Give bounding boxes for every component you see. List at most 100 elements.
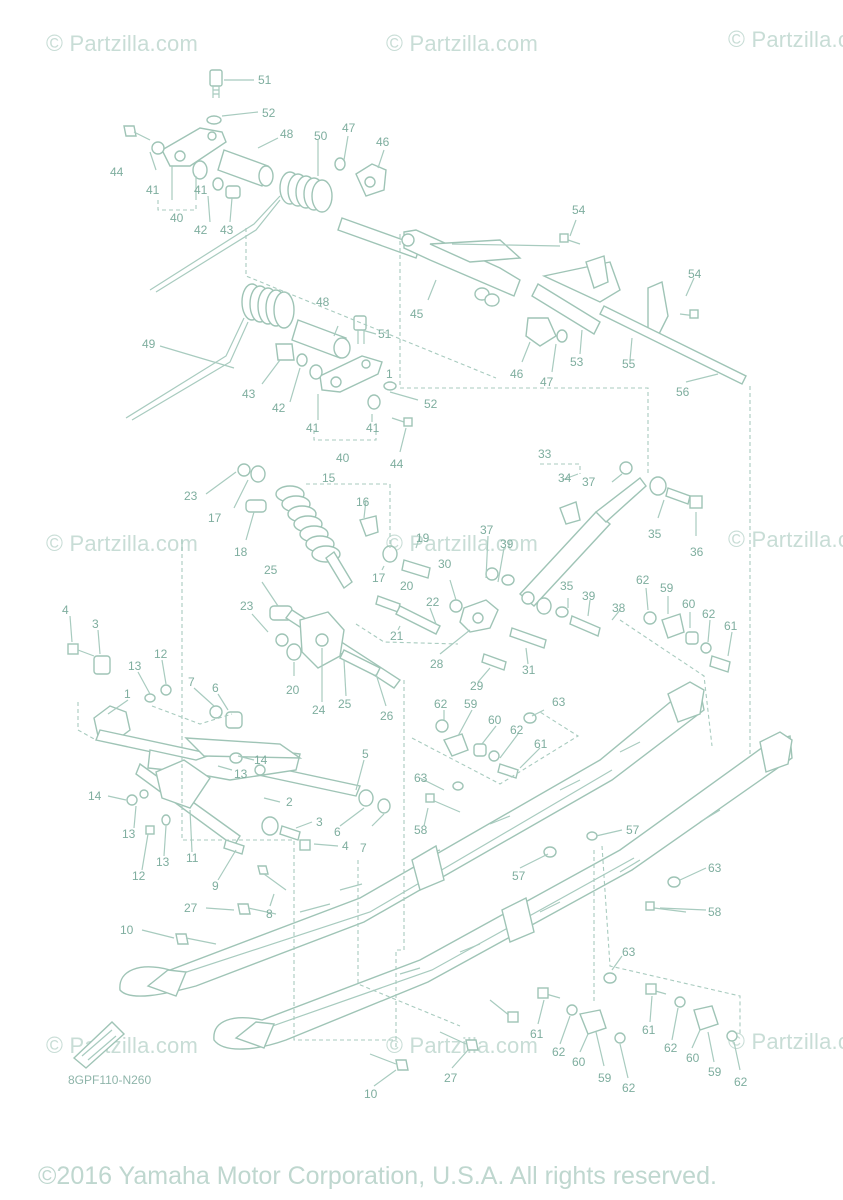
callout-label: 61 [534,737,548,751]
callout-label: 52 [424,397,438,411]
callout-label: 16 [356,495,370,509]
callout-label: 13 [122,827,136,841]
callout-label: 21 [390,629,404,643]
callout-label: 27 [444,1071,458,1085]
callout-label: 58 [414,823,428,837]
callout-label: 11 [186,851,199,865]
callout-label: 2 [286,795,293,809]
callout-label: 29 [470,679,484,693]
callout-label: 18 [234,545,248,559]
callout-label: 3 [316,815,323,829]
callout-label: 38 [612,601,626,615]
callout-label: 62 [702,607,716,621]
callout-label: 40 [336,451,350,465]
rear-shock-group [237,463,431,590]
callout-label: 57 [512,869,526,883]
callout-label: 46 [376,135,390,149]
callout-label: 39 [500,537,514,551]
callout-label: 4 [62,603,69,617]
callout-label: 61 [724,619,738,633]
watermark: © Partzilla.com [728,526,843,552]
leader-lines [69,79,741,1087]
callout-label: 41 [194,183,208,197]
callout-label: 1 [386,367,393,381]
callout-label: 12 [132,869,146,883]
callout-label: 51 [258,73,272,87]
callout-label: 19 [416,531,430,545]
callout-label: 41 [146,183,160,197]
callout-label: 7 [360,841,367,855]
callout-label: 1 [124,687,131,701]
callout-label: 23 [240,599,254,613]
callout-label: 14 [254,753,268,767]
callout-label: 48 [280,127,294,141]
callout-label: 4 [342,839,349,853]
callout-label: 17 [208,511,222,525]
callout-label: 62 [552,1045,566,1059]
front-shock-group [485,461,703,637]
callout-label: 3 [92,617,99,631]
callout-label: 25 [264,563,278,577]
callout-label: 42 [194,223,208,237]
callout-label: 56 [676,385,690,399]
callout-label: 41 [366,421,380,435]
callout-label: 5 [362,747,369,761]
callout-label: 6 [212,681,219,695]
torsion-spring [279,171,333,213]
callout-label: 52 [262,106,276,120]
callout-label: 43 [242,387,256,401]
callout-label: 24 [312,703,326,717]
callout-label: 23 [184,489,198,503]
callout-label: 40 [170,211,184,225]
coil-spring [275,485,341,563]
callout-label: 62 [434,697,448,711]
callout-label: 10 [120,923,134,937]
callout-label: 62 [622,1081,636,1095]
callout-label: 20 [400,579,414,593]
ski-right [213,731,793,1050]
callout-label: 47 [342,121,356,135]
callout-label: 13 [156,855,170,869]
callout-label: 45 [410,307,424,321]
callout-label: 37 [480,523,494,537]
callout-label: 27 [184,901,198,915]
callout-label: 39 [582,589,596,603]
pivot-group [269,595,547,689]
yamaha-badge-icon [72,1021,126,1069]
callout-label: 25 [338,697,352,711]
callout-label: 37 [582,475,596,489]
callout-label: 47 [540,375,554,389]
callout-label: 59 [708,1065,722,1079]
callout-label: 59 [464,697,478,711]
callout-labels: 51 52 48 50 47 46 44 41 41 40 42 43 54 5… [62,73,748,1101]
ski-left [119,681,705,997]
callout-label: 42 [272,401,286,415]
callout-label: 63 [552,695,566,709]
callout-label: 55 [622,357,636,371]
watermark: © Partzilla.com [386,30,538,56]
callout-label: 35 [648,527,662,541]
watermark: © Partzilla.com [728,26,843,52]
callout-label: 60 [488,713,502,727]
diagram-code: 8GPF110-N260 [68,1073,152,1087]
callout-label: 62 [636,573,650,587]
callout-label: 48 [316,295,330,309]
callout-label: 61 [530,1027,544,1041]
callout-label: 44 [110,165,124,179]
callout-label: 31 [522,663,536,677]
callout-label: 44 [390,457,404,471]
callout-label: 33 [538,447,552,461]
callout-label: 35 [560,579,574,593]
reference-lines [77,200,751,1050]
callout-label: 41 [306,421,320,435]
callout-label: 53 [570,355,584,369]
callout-label: 22 [426,595,440,609]
callout-label: 7 [188,675,195,689]
callout-label: 6 [334,825,341,839]
callout-label: 43 [220,223,234,237]
upper-shaft-group [337,217,747,385]
callout-label: 9 [212,879,219,893]
callout-label: 54 [572,203,586,217]
callout-label: 28 [430,657,444,671]
